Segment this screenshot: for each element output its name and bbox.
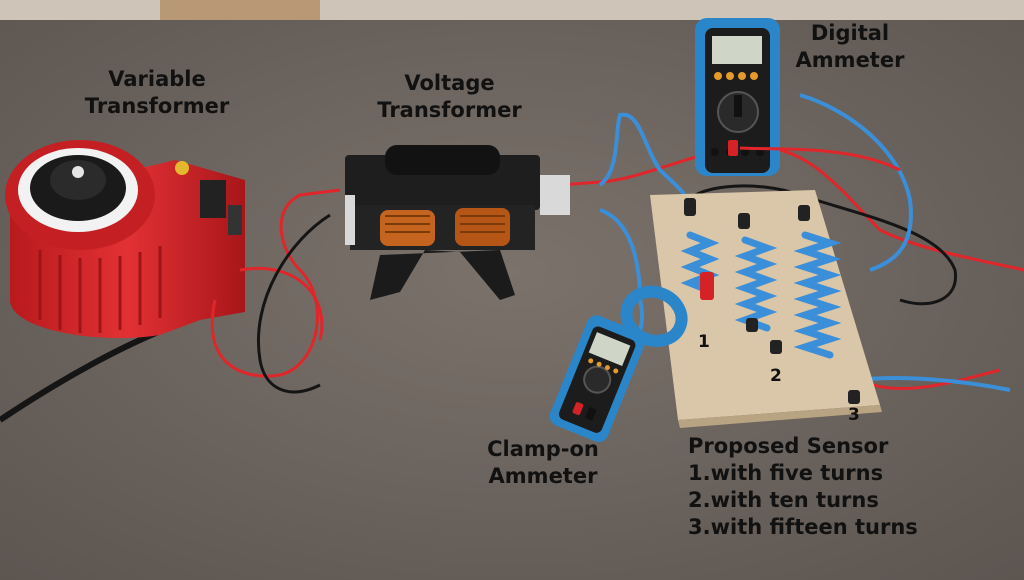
voltage-transformer: [345, 145, 570, 300]
label-variable-transformer-line1: Variable: [108, 67, 206, 91]
variable-transformer: [5, 140, 245, 339]
meter-lead: [739, 146, 901, 172]
box-top: [160, 0, 320, 22]
label-variable-transformer: Variable Transformer: [72, 66, 242, 120]
label-digital-ammeter-line2: Ammeter: [795, 48, 905, 72]
proposed-sensor-item-1: 1.with five turns: [688, 461, 884, 485]
label-proposed-sensor: Proposed Sensor 1.with five turns 2.with…: [688, 433, 918, 541]
sensor-board: [650, 190, 882, 428]
label-clamp-on-ammeter-line1: Clamp-on: [487, 437, 599, 461]
label-clamp-on-ammeter-line2: Ammeter: [488, 464, 598, 488]
binding-post-icon: [175, 161, 189, 175]
label-voltage-transformer: Voltage Transformer: [362, 70, 537, 124]
coil-number-1: 1: [698, 332, 710, 352]
black-wires: [257, 184, 957, 394]
label-clamp-on-ammeter: Clamp-on Ammeter: [478, 436, 608, 490]
label-voltage-transformer-line1: Voltage: [404, 71, 495, 95]
proposed-sensor-item-2: 2.with ten turns: [688, 488, 879, 512]
proposed-sensor-item-3: 3.with fifteen turns: [688, 515, 918, 539]
label-digital-ammeter: Digital Ammeter: [785, 20, 915, 74]
label-voltage-transformer-line2: Transformer: [377, 98, 522, 122]
proposed-sensor-title: Proposed Sensor: [688, 434, 889, 458]
clamp-on-ammeter: [549, 285, 688, 443]
coil-number-3: 3: [848, 405, 860, 425]
label-variable-transformer-line2: Transformer: [84, 94, 230, 118]
label-digital-ammeter-line1: Digital: [810, 21, 890, 45]
coil-number-2: 2: [770, 366, 782, 386]
digital-multimeter: [695, 18, 780, 176]
